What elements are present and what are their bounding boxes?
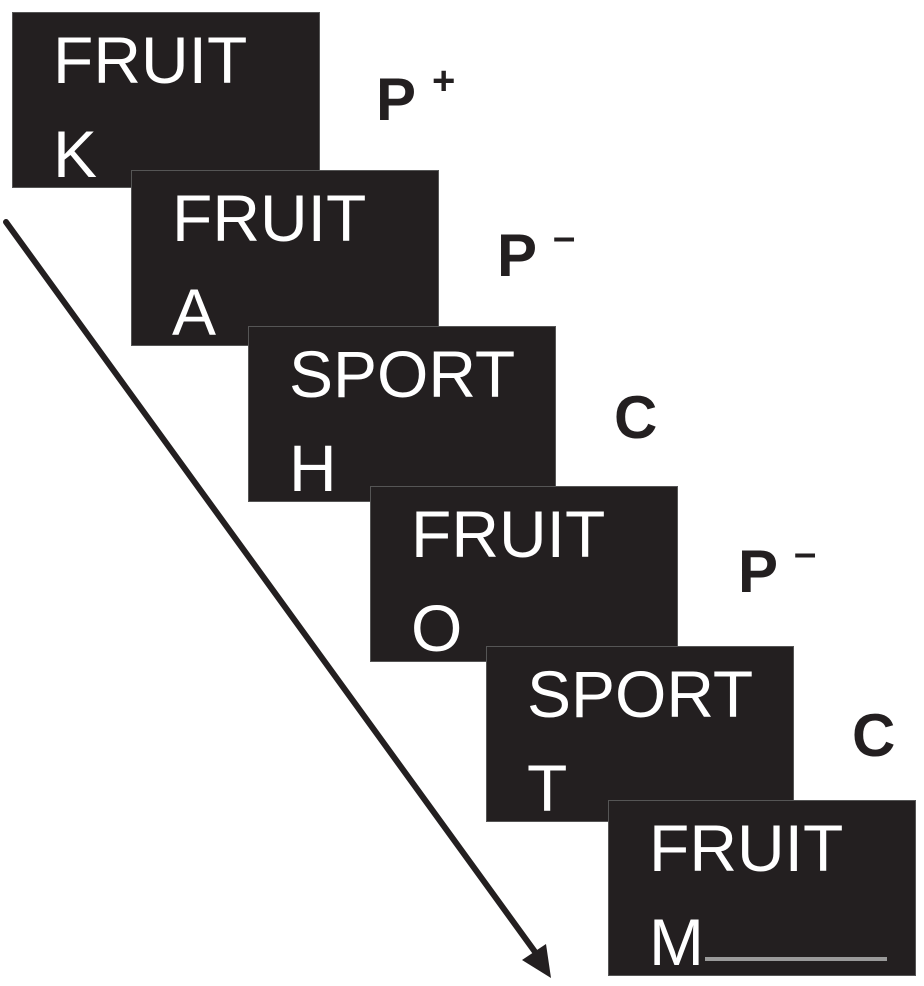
condition-label: P– bbox=[497, 217, 575, 286]
target-letter: K bbox=[53, 117, 98, 191]
category-word: SPORT bbox=[289, 337, 516, 411]
condition-label: P– bbox=[738, 533, 816, 602]
trial-card: FRUIT O bbox=[370, 486, 678, 662]
trial-card: FRUIT M bbox=[608, 800, 916, 976]
condition-letter: P bbox=[738, 538, 779, 605]
condition-letter: P bbox=[497, 222, 538, 289]
condition-sign: + bbox=[432, 59, 456, 103]
condition-letter: P bbox=[376, 66, 417, 133]
target-letter: A bbox=[172, 275, 217, 349]
category-word: FRUIT bbox=[411, 497, 606, 571]
category-word: FRUIT bbox=[172, 181, 367, 255]
condition-sign: – bbox=[553, 215, 576, 259]
target-letter: M bbox=[649, 905, 704, 979]
condition-label: C bbox=[614, 388, 673, 448]
condition-sign: – bbox=[794, 531, 817, 575]
target-letter: T bbox=[527, 751, 568, 825]
trial-card: SPORT H bbox=[248, 326, 556, 502]
target-letter: O bbox=[411, 591, 463, 665]
condition-label: C bbox=[852, 706, 911, 766]
condition-label: P+ bbox=[376, 61, 455, 130]
time-arrow-shaft bbox=[3, 219, 541, 959]
response-underline bbox=[705, 957, 887, 961]
category-word: FRUIT bbox=[53, 23, 248, 97]
category-word: SPORT bbox=[527, 657, 754, 731]
target-letter: H bbox=[289, 431, 337, 505]
condition-letter: C bbox=[852, 702, 896, 769]
trial-card: FRUIT A bbox=[131, 170, 439, 346]
trial-card: SPORT T bbox=[486, 646, 794, 822]
time-arrow-head bbox=[522, 944, 551, 978]
trial-card: FRUIT K bbox=[12, 12, 320, 188]
category-word: FRUIT bbox=[649, 811, 844, 885]
condition-letter: C bbox=[614, 384, 658, 451]
